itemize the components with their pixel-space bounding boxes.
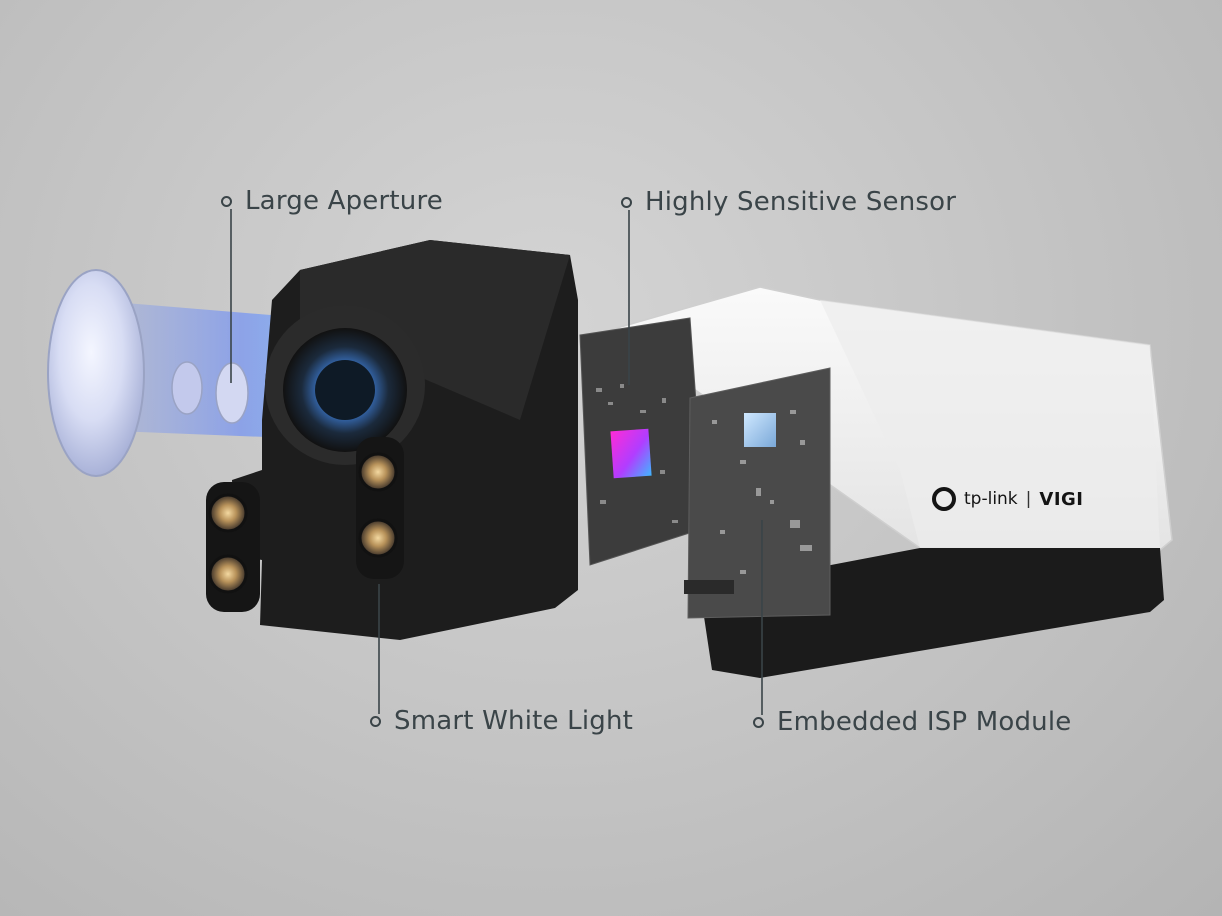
brand-logo: tp-link | VIGI [932, 487, 1084, 511]
callout-dot [221, 195, 232, 207]
led-right-bottom [358, 518, 398, 558]
callout-label: Large Aperture [245, 186, 443, 216]
callout-isp: Embedded ISP Module [753, 707, 1072, 737]
callout-label: Embedded ISP Module [777, 707, 1072, 737]
brand-product: VIGI [1039, 488, 1084, 510]
callout-white-light: Smart White Light [370, 706, 633, 736]
front-module-top [300, 240, 570, 420]
lens-pupil [315, 360, 375, 420]
brand-separator: | [1025, 489, 1032, 509]
lens-element-small [171, 361, 203, 415]
led-left-top [208, 493, 248, 533]
tp-link-logo-icon [932, 487, 956, 511]
callout-label: Highly Sensitive Sensor [645, 187, 957, 217]
callout-dot [621, 196, 632, 208]
isp-chip [744, 413, 776, 447]
led-left-bottom [208, 554, 248, 594]
callout-large-aperture: Large Aperture [221, 186, 443, 216]
brand-name: tp-link [964, 489, 1018, 509]
isp-connector [684, 580, 734, 594]
sensor-chip [610, 428, 652, 479]
callout-label: Smart White Light [394, 706, 634, 736]
sensor-pcb-components [596, 384, 678, 523]
callout-dot [753, 716, 764, 728]
lens-element-medium [215, 362, 249, 424]
callout-sensor: Highly Sensitive Sensor [621, 187, 956, 217]
callout-dot [370, 715, 381, 727]
front-glass-disc [47, 269, 145, 477]
isp-pcb-components [712, 410, 812, 574]
led-right-top [358, 452, 398, 492]
